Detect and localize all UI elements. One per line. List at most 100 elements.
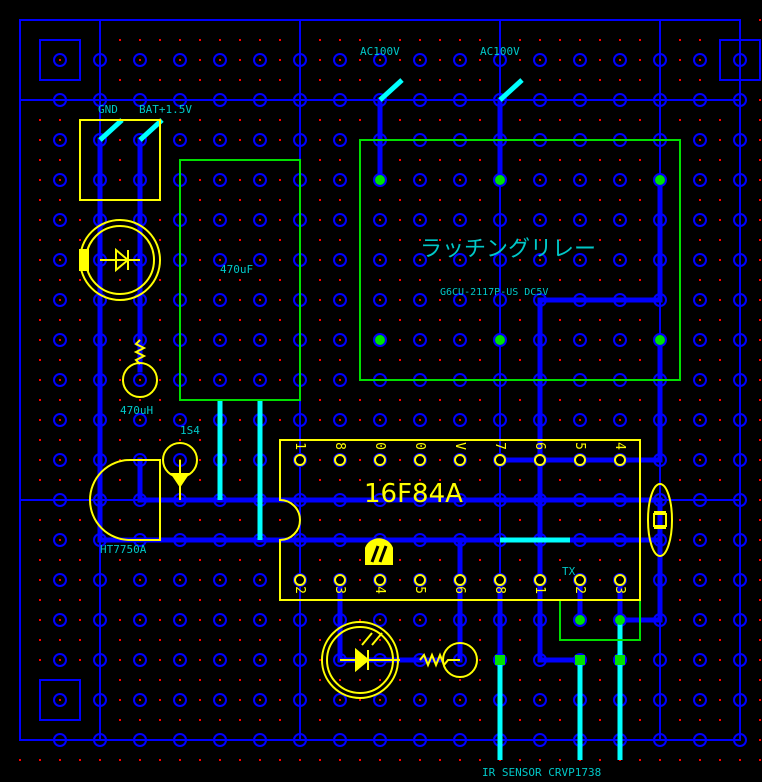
- ac-wire-1: [378, 78, 404, 102]
- grid-dot: [639, 319, 641, 321]
- grid-dot: [279, 659, 281, 661]
- grid-dot: [119, 79, 121, 81]
- grid-dot: [699, 319, 701, 321]
- grid-dot: [159, 339, 161, 341]
- grid-dot: [59, 479, 61, 481]
- grid-dot: [39, 479, 41, 481]
- grid-dot: [159, 439, 161, 441]
- grid-dot: [239, 679, 241, 681]
- hole: [453, 413, 467, 427]
- grid-dot: [479, 399, 481, 401]
- grid-dot: [159, 599, 161, 601]
- grid-dot: [719, 339, 721, 341]
- hole: [533, 213, 547, 227]
- grid-dot: [279, 319, 281, 321]
- grid-dot: [379, 699, 381, 701]
- grid-dot: [579, 479, 581, 481]
- grid-dot: [119, 579, 121, 581]
- grid-dot: [259, 179, 261, 181]
- grid-dot: [599, 59, 601, 61]
- grid-dot: [699, 599, 701, 601]
- grid-dot: [339, 519, 341, 521]
- grid-dot: [599, 399, 601, 401]
- grid-dot: [599, 659, 601, 661]
- grid-dot: [319, 299, 321, 301]
- grid-dot: [519, 479, 521, 481]
- grid-dot: [419, 759, 421, 761]
- grid-dot: [119, 479, 121, 481]
- hole: [693, 653, 707, 667]
- mount-pad-top-left: [39, 39, 81, 81]
- grid-dot: [639, 339, 641, 341]
- hole: [533, 253, 547, 267]
- grid-dot: [79, 419, 81, 421]
- grid-dot: [399, 579, 401, 581]
- grid-dot: [399, 459, 401, 461]
- hole: [333, 373, 347, 387]
- grid-dot: [479, 239, 481, 241]
- grid-dot: [279, 119, 281, 121]
- grid-dot: [719, 119, 721, 121]
- grid-dot: [719, 539, 721, 541]
- hole: [453, 293, 467, 307]
- grid-dot: [619, 559, 621, 561]
- grid-dot: [519, 559, 521, 561]
- grid-dot: [339, 159, 341, 161]
- grid-dot: [439, 339, 441, 341]
- grid-dot: [619, 39, 621, 41]
- modules: [179, 139, 681, 641]
- grid-dot: [719, 719, 721, 721]
- grid-dot: [19, 759, 21, 761]
- hole: [613, 213, 627, 227]
- gnd-label: GND: [98, 103, 118, 116]
- grid-dot: [179, 139, 181, 141]
- hole: [173, 53, 187, 67]
- grid-dot: [359, 119, 361, 121]
- grid-dot: [699, 119, 701, 121]
- hole: [213, 173, 227, 187]
- grid-dot: [159, 399, 161, 401]
- hole: [253, 293, 267, 307]
- grid-dot: [79, 519, 81, 521]
- grid-dot: [679, 559, 681, 561]
- grid-dot: [439, 279, 441, 281]
- grid-dot: [659, 759, 661, 761]
- grid-dot: [399, 399, 401, 401]
- grid-dot: [719, 639, 721, 641]
- grid-dot: [319, 359, 321, 361]
- relay-outline: [359, 139, 681, 381]
- grid-dot: [239, 279, 241, 281]
- grid-dot: [319, 419, 321, 421]
- grid-dot: [679, 759, 681, 761]
- grid-dot: [39, 139, 41, 141]
- hole: [53, 333, 67, 347]
- mcu-pin: [614, 454, 626, 466]
- grid-dot: [259, 239, 261, 241]
- hole: [253, 573, 267, 587]
- grid-dot: [339, 719, 341, 721]
- grid-dot: [199, 239, 201, 241]
- hole: [253, 53, 267, 67]
- grid-dot: [399, 119, 401, 121]
- grid-dot: [559, 359, 561, 361]
- grid-dot: [699, 579, 701, 581]
- hole: [693, 293, 707, 307]
- grid-dot: [419, 59, 421, 61]
- grid-dot: [599, 319, 601, 321]
- hole: [53, 653, 67, 667]
- hole: [693, 453, 707, 467]
- grid-dot: [399, 479, 401, 481]
- grid-dot: [419, 479, 421, 481]
- grid-dot: [39, 279, 41, 281]
- grid-dot: [559, 519, 561, 521]
- grid-dot: [459, 399, 461, 401]
- grid-dot: [239, 559, 241, 561]
- grid-dot: [79, 579, 81, 581]
- hole: [693, 333, 707, 347]
- grid-dot: [219, 599, 221, 601]
- mcu-pin-label: 0: [372, 442, 387, 450]
- grid-dot: [539, 79, 541, 81]
- grid-dot: [79, 559, 81, 561]
- grid-dot: [419, 299, 421, 301]
- grid-dot: [79, 639, 81, 641]
